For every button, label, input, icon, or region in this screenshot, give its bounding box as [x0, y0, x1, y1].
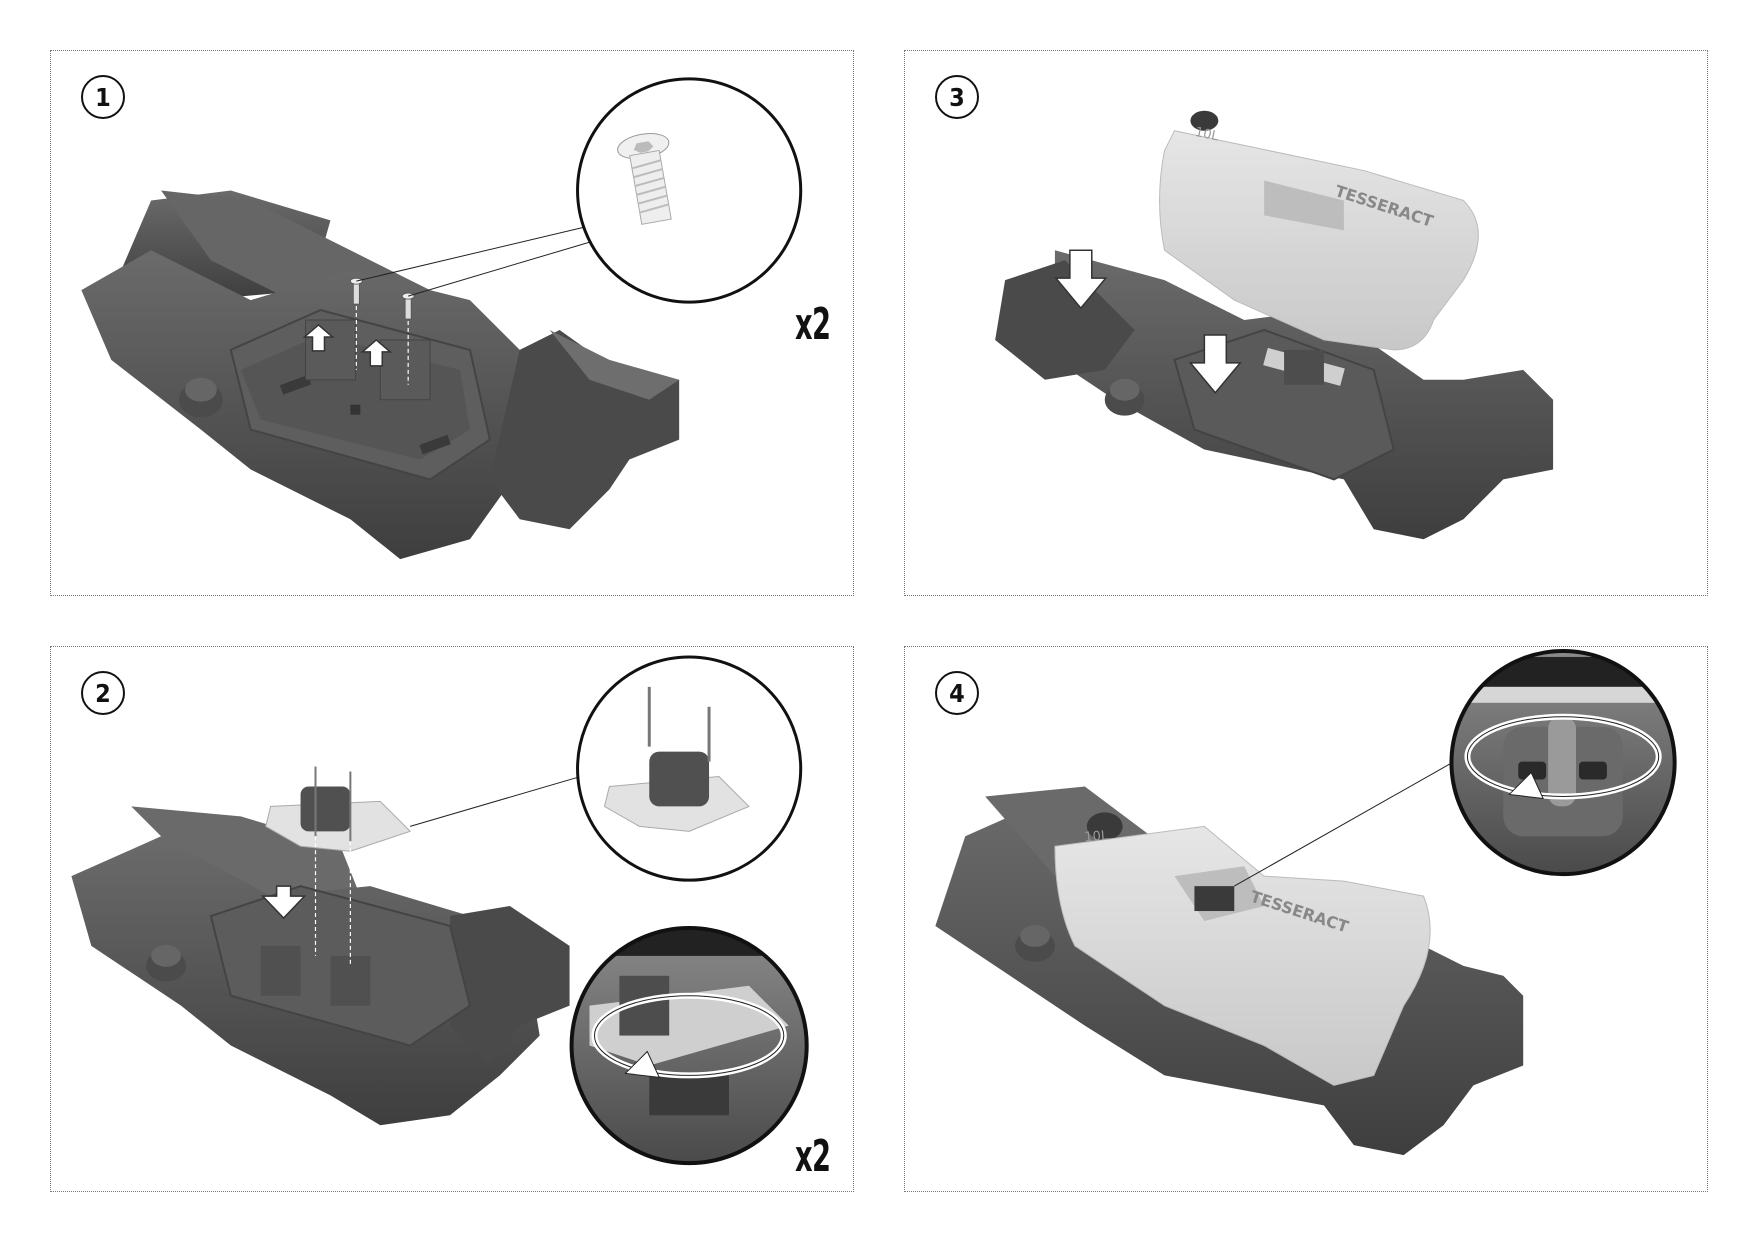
screw-turn-detail-zoom [569, 925, 809, 1166]
bottle: 10L TESSERACT [1054, 812, 1431, 1086]
bottle-volume-label: 10L [1084, 828, 1110, 845]
down-arrow-icon [260, 885, 307, 920]
step-3-illustration: 10L TESSERACT [995, 110, 1554, 540]
knob-turn-detail-zoom [1449, 648, 1677, 877]
down-arrow-icon [1054, 249, 1242, 394]
step-number-badge: 1 [81, 75, 125, 119]
rotate-arrow-icon [1464, 713, 1662, 800]
step-panel-4: 4 10L TESSERACT [904, 646, 1708, 1192]
step-panel-1: 1 [50, 50, 854, 596]
step-number-badge: 3 [935, 75, 979, 119]
step-number-badge: 2 [81, 671, 125, 715]
bottle-volume-label: 10L [1194, 125, 1221, 145]
screw-icon [617, 133, 672, 225]
quantity-label: x2 [795, 299, 831, 350]
screw-pair [349, 277, 415, 385]
step-number-badge: 4 [935, 671, 979, 715]
clip-detail-zoom [576, 655, 803, 882]
mount-base [81, 190, 680, 560]
clip-part [265, 766, 412, 966]
up-arrow-icon [302, 324, 393, 367]
rotate-arrow-icon [591, 992, 787, 1079]
mount-base [71, 806, 570, 1126]
step-panel-2: 2 [50, 646, 854, 1192]
bottle: 10L TESSERACT [1159, 110, 1479, 351]
screw-detail-zoom [576, 77, 803, 304]
step-1-illustration [81, 77, 803, 560]
step-4-illustration: 10L TESSERACT [935, 648, 1677, 1156]
step-panel-3: 3 10L TESSERACT [904, 50, 1708, 596]
quantity-label: x2 [795, 1131, 831, 1182]
step-2-illustration [71, 655, 809, 1166]
